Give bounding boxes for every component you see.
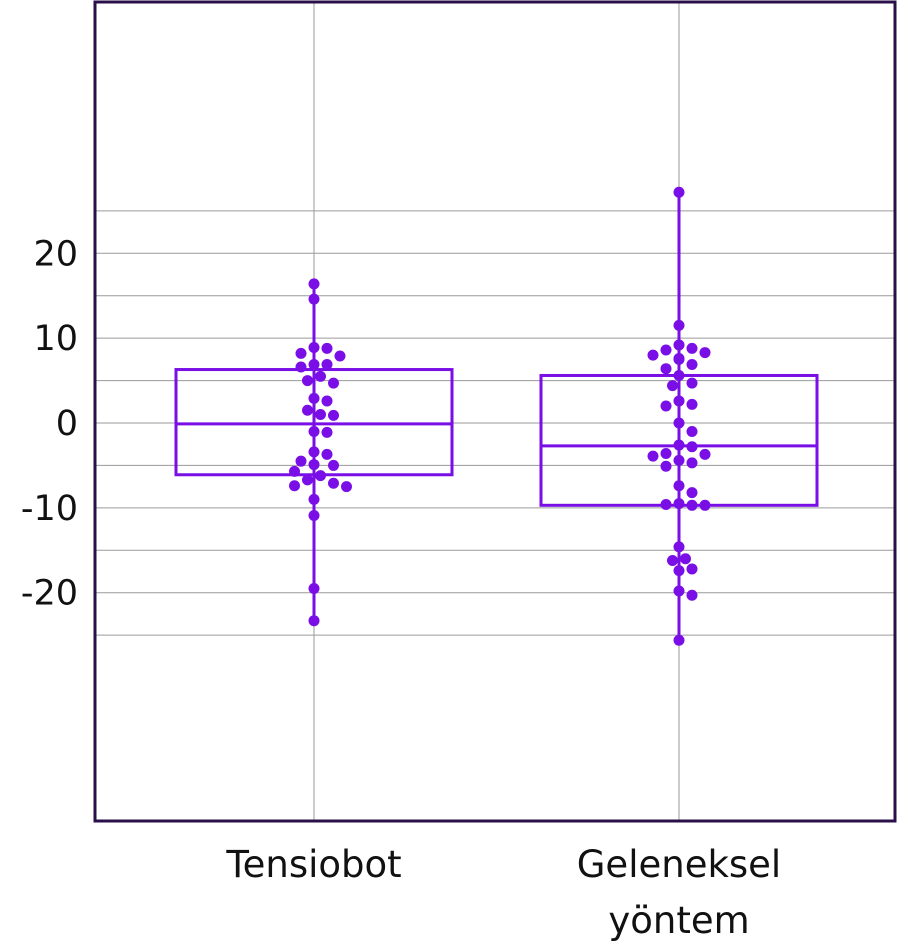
data-point	[673, 395, 685, 407]
data-point	[686, 457, 698, 469]
data-point	[673, 186, 685, 198]
data-point	[660, 460, 672, 472]
data-point	[295, 455, 307, 467]
data-point	[686, 398, 698, 410]
data-point	[667, 554, 678, 566]
x-category-label: Geleneksel	[577, 843, 781, 886]
data-point	[673, 541, 685, 553]
data-point	[686, 358, 698, 370]
data-point	[295, 361, 307, 373]
data-point	[341, 481, 352, 493]
data-point	[308, 293, 320, 305]
y-tick-label: -10	[21, 489, 78, 529]
y-tick-label: 0	[56, 404, 78, 444]
plot-frame	[93, 0, 897, 823]
data-point	[686, 563, 698, 575]
data-point	[660, 363, 672, 375]
data-point	[686, 487, 698, 499]
data-point	[308, 392, 320, 404]
data-point	[673, 585, 685, 597]
data-point	[315, 370, 326, 382]
data-point	[686, 342, 698, 354]
data-point	[673, 417, 685, 429]
data-point	[699, 499, 711, 511]
data-point	[321, 358, 333, 370]
data-point	[680, 553, 691, 565]
data-point	[673, 454, 685, 466]
data-point	[699, 347, 711, 359]
data-point	[334, 350, 346, 362]
data-point	[660, 400, 672, 412]
data-point	[308, 615, 320, 627]
data-point	[673, 565, 685, 577]
x-axis-labels: Tensiobot Geleneksel yöntem	[225, 843, 781, 942]
data-point	[308, 582, 320, 594]
data-point	[667, 380, 678, 392]
data-point	[660, 498, 672, 510]
data-point	[673, 634, 685, 646]
data-point	[647, 450, 659, 462]
data-point	[321, 395, 333, 407]
data-point	[660, 448, 672, 460]
x-category-label: yöntem	[608, 899, 749, 942]
data-point	[673, 439, 685, 451]
y-tick-label: 10	[33, 319, 78, 359]
plot-marks	[174, 186, 819, 646]
data-point	[686, 441, 698, 453]
data-point	[686, 425, 698, 437]
data-point	[686, 377, 698, 389]
data-point	[302, 375, 313, 387]
data-point	[308, 509, 320, 521]
data-point	[308, 425, 320, 437]
data-point	[321, 448, 333, 460]
data-point	[315, 470, 326, 482]
data-point	[308, 459, 320, 471]
data-point	[289, 480, 300, 492]
data-point	[660, 344, 672, 356]
data-point	[673, 369, 685, 381]
data-point	[289, 465, 300, 477]
y-tick-label: 20	[33, 234, 78, 274]
data-point	[308, 358, 320, 370]
data-point	[647, 349, 659, 361]
y-tick-label: -20	[21, 574, 78, 614]
data-point	[308, 341, 320, 353]
data-point	[328, 477, 339, 489]
data-point	[673, 353, 685, 365]
data-point	[302, 404, 313, 416]
data-point	[321, 426, 333, 438]
data-point	[321, 342, 333, 354]
data-point	[315, 409, 326, 421]
x-category-label: Tensiobot	[225, 843, 401, 886]
data-point	[308, 278, 320, 290]
data-point	[308, 446, 320, 458]
data-point	[302, 474, 313, 486]
data-point	[308, 493, 320, 505]
data-point	[328, 459, 339, 471]
data-point	[673, 339, 685, 351]
data-point	[673, 498, 685, 510]
data-point	[295, 347, 307, 359]
data-point	[686, 589, 698, 601]
data-point	[686, 499, 698, 511]
data-point	[328, 377, 339, 389]
data-point	[328, 409, 339, 421]
data-point	[699, 448, 711, 460]
data-point	[673, 319, 685, 331]
y-axis-ticks: -20 -10 0 10 20	[21, 234, 78, 613]
data-point	[673, 480, 685, 492]
grid-lines	[95, 2, 895, 821]
